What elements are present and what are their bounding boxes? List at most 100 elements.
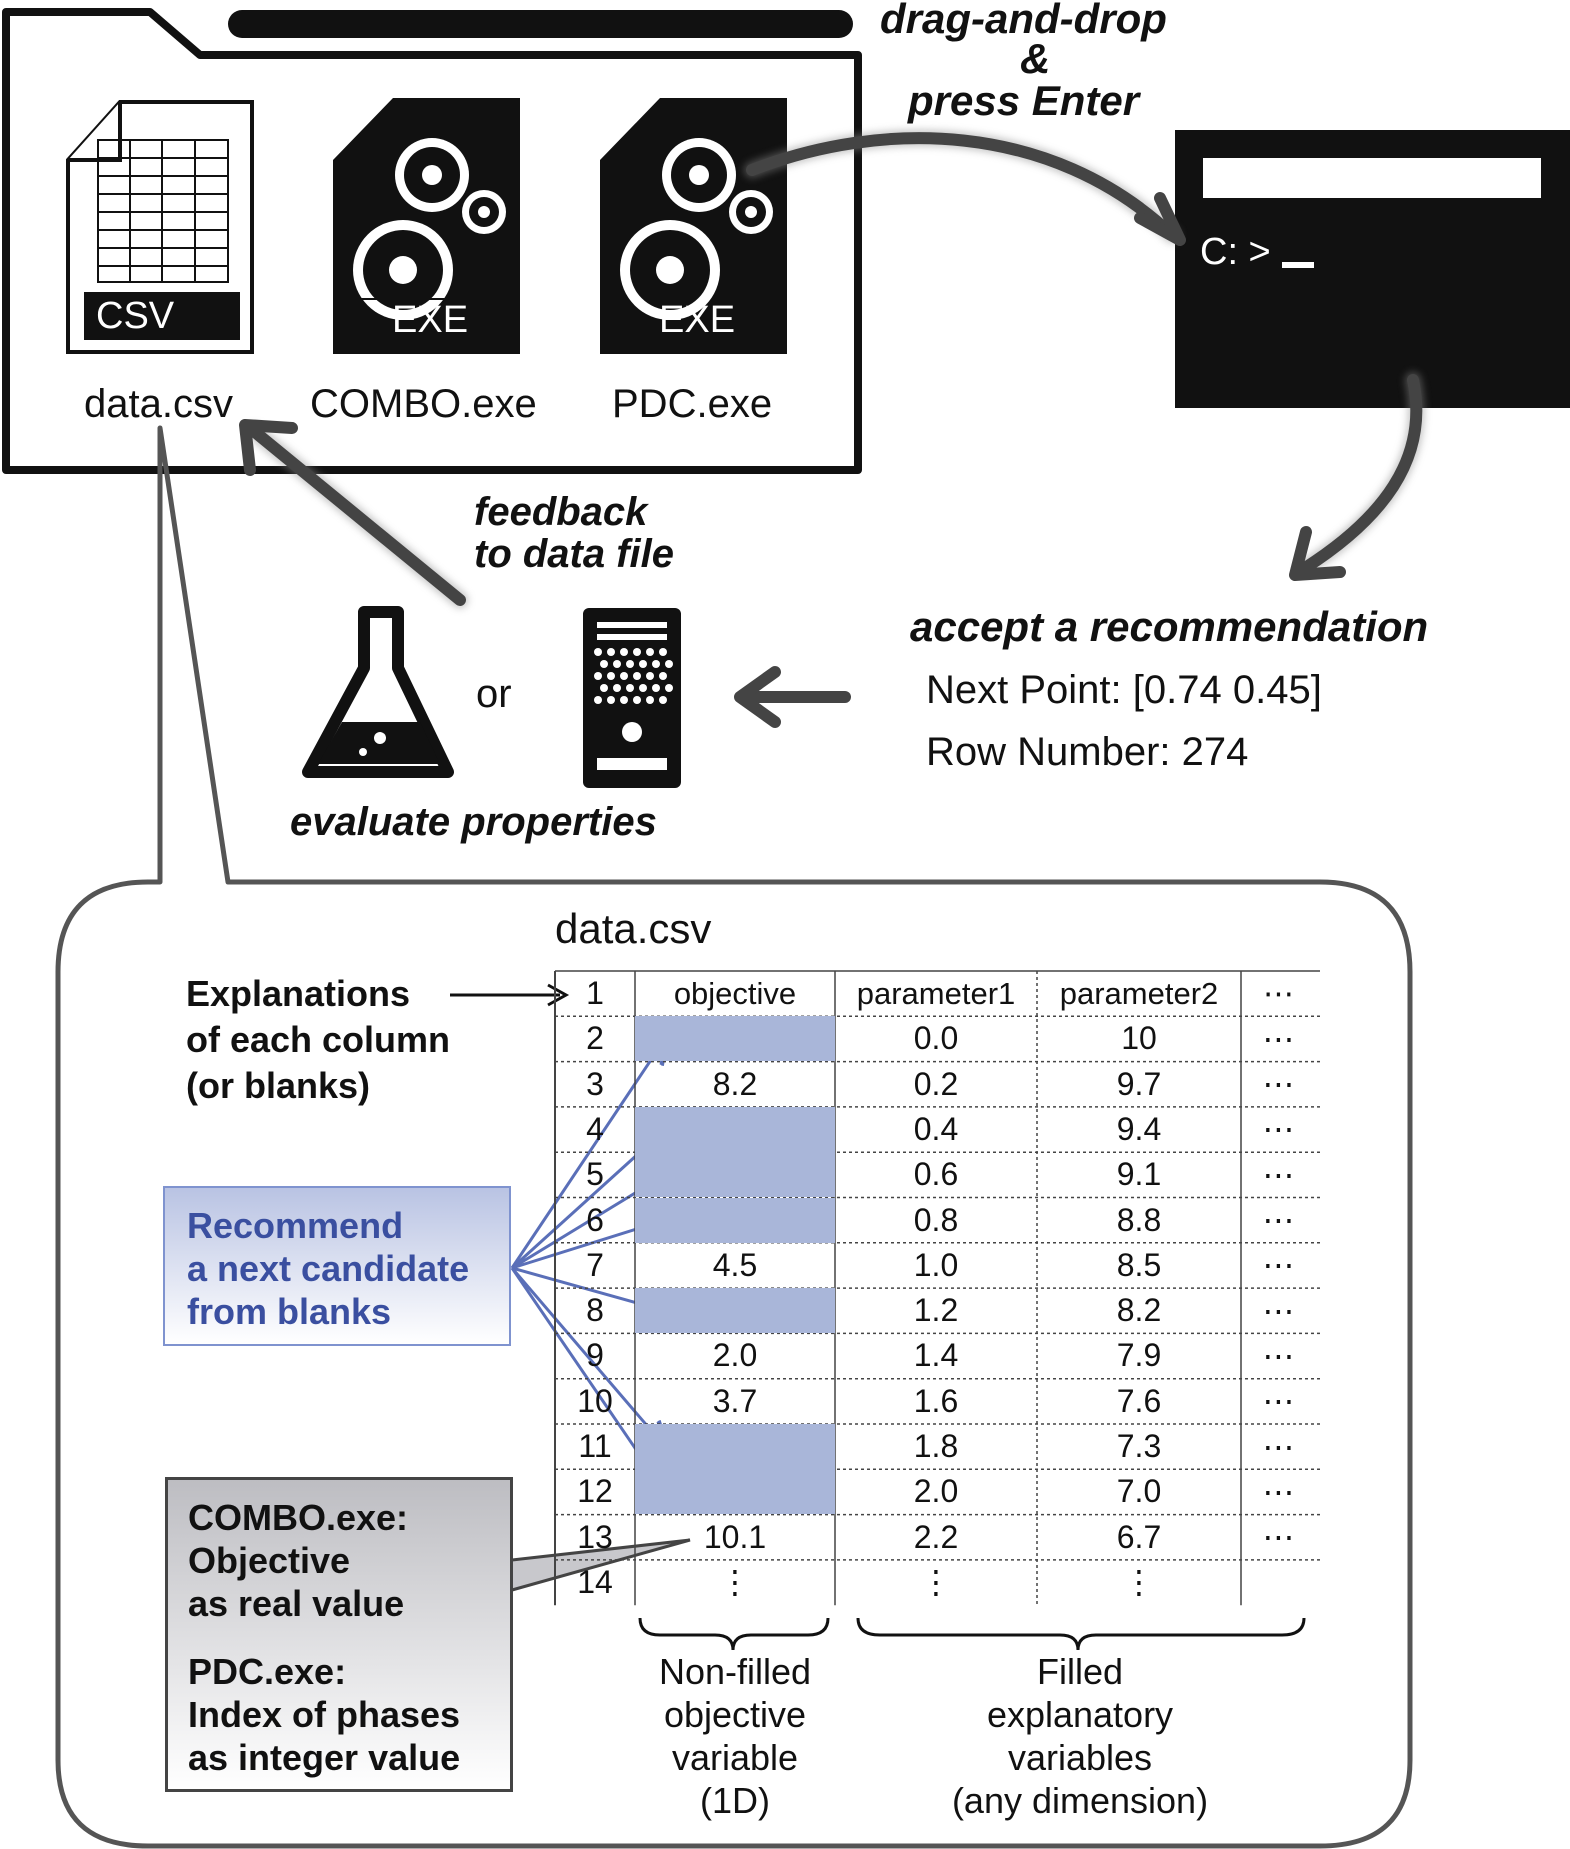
exe-badge: EXE	[392, 299, 469, 341]
output-arrow	[1289, 372, 1425, 581]
objective-cell: 4.5	[712, 1246, 758, 1283]
file-name-data-csv[interactable]: data.csv	[84, 382, 233, 426]
objective-cell	[635, 1197, 835, 1243]
ampersand-text: &	[1020, 35, 1051, 82]
more-cell: ⋯	[1262, 1519, 1295, 1556]
objective-label-3: variable	[671, 1737, 799, 1778]
server-dot	[646, 672, 654, 680]
server-dot	[659, 696, 667, 704]
parameter1-cell: 2.2	[913, 1518, 959, 1555]
server-dot	[639, 684, 647, 692]
server-dot	[665, 660, 673, 668]
objective-brace	[638, 1617, 830, 1651]
server-dot	[652, 660, 660, 668]
objective-label: Non-filled objective variable (1D)	[630, 1650, 840, 1822]
explanatory-label-1: Filled	[1036, 1651, 1124, 1692]
server-dot	[639, 660, 647, 668]
or-text: or	[476, 672, 512, 716]
drag-text: drag-and-drop	[880, 0, 1167, 42]
parameter2-cell: ⋮	[1123, 1564, 1155, 1601]
server-dot	[620, 696, 628, 704]
server-dot	[646, 648, 654, 656]
recommend-arrow	[510, 1267, 665, 1447]
file-name-pdc-exe[interactable]: PDC.exe	[612, 382, 773, 426]
terminal-window-icon	[1175, 130, 1570, 408]
explanations-text-3: (or blanks)	[186, 1065, 371, 1106]
objective-label-2: objective	[663, 1694, 807, 1735]
parameter2-cell: 9.4	[1116, 1110, 1162, 1147]
row-number: 2	[586, 1020, 604, 1057]
feedback-arrow	[239, 419, 468, 608]
explanatory-label: Filled explanatory variables (any dimens…	[920, 1650, 1240, 1822]
more-cell: ⋯	[1262, 1428, 1295, 1465]
server-dot	[594, 696, 602, 704]
more-cell: ⋯	[1262, 1066, 1295, 1103]
parameter2-cell: 7.3	[1116, 1428, 1162, 1464]
server-dot	[600, 660, 608, 668]
more-cell: ⋯	[1262, 1383, 1295, 1420]
explanatory-label-2: explanatory	[986, 1694, 1174, 1735]
objective-cell	[635, 1469, 835, 1515]
csv-file-icon	[66, 100, 254, 354]
next-point-text: Next Point: [0.74 0.45]	[926, 668, 1322, 712]
server-dot	[607, 672, 615, 680]
row-number: 14	[577, 1563, 613, 1600]
recommend-line-1: Recommend	[187, 1205, 404, 1246]
server-dot	[659, 672, 667, 680]
csv-badge: CSV	[96, 295, 175, 337]
file-name-combo-exe[interactable]: COMBO.exe	[310, 382, 537, 426]
more-cell: ⋯	[1262, 1247, 1295, 1284]
server-dot	[626, 684, 634, 692]
pdc-note-1: PDC.exe:	[188, 1651, 347, 1692]
recommend-line-2: a next candidate	[187, 1248, 470, 1289]
folder-icon	[2, 8, 862, 474]
more-cell: ⋯	[1262, 1473, 1295, 1510]
server-dot	[594, 648, 602, 656]
objective-label-1: Non-filled	[658, 1651, 812, 1692]
parameter1-cell: 0.4	[913, 1110, 959, 1147]
objective-label-4: (1D)	[700, 1780, 770, 1821]
row-number: 6	[586, 1201, 604, 1238]
combo-note-2: Objective	[188, 1540, 351, 1581]
more-cell: ⋯	[1262, 1020, 1295, 1057]
feedback-subtext: to data file	[474, 532, 675, 576]
row-number: 9	[586, 1337, 604, 1374]
objective-cell: 2.0	[712, 1337, 758, 1374]
server-dot	[626, 660, 634, 668]
column-header: parameter1	[856, 975, 1016, 1011]
server-dot	[652, 684, 660, 692]
server-icon	[583, 608, 681, 788]
evaluate-text: evaluate properties	[290, 800, 657, 844]
row-number: 10	[577, 1382, 613, 1419]
exe-notes-box: COMBO.exe: Objective as real value PDC.e…	[165, 1477, 513, 1792]
row-number: 8	[586, 1292, 604, 1329]
parameter2-cell: 7.6	[1116, 1382, 1162, 1419]
terminal-prompt: C: >	[1200, 231, 1271, 273]
column-header: objective	[673, 975, 797, 1011]
objective-cell	[635, 1288, 835, 1334]
server-dot	[659, 648, 667, 656]
parameter1-cell: 2.0	[913, 1473, 959, 1510]
exe-badge: EXE	[659, 299, 736, 341]
server-dot	[600, 684, 608, 692]
parameter1-cell: 1.2	[913, 1292, 959, 1329]
explanations-text-2: of each column	[186, 1019, 451, 1060]
explanatory-label-3: variables	[1007, 1737, 1153, 1778]
exe-file-icon	[333, 98, 520, 354]
objective-cell	[635, 1106, 835, 1152]
objective-cell: 10.1	[703, 1518, 767, 1555]
row-number: 12	[577, 1473, 613, 1510]
recommend-line-3: from blanks	[187, 1291, 392, 1332]
parameter2-cell: 7.9	[1116, 1337, 1162, 1374]
more-cell	[1241, 1560, 1316, 1605]
server-dot	[633, 648, 641, 656]
accept-title: accept a recommendation	[910, 603, 1429, 650]
recommend-arrow	[510, 1039, 665, 1269]
feedback-text: feedback	[474, 490, 648, 534]
combo-callout-pointer	[511, 1538, 691, 1592]
explanations-arrow	[450, 983, 570, 1007]
row-number: 1	[586, 975, 604, 1011]
flask-icon	[302, 606, 454, 778]
